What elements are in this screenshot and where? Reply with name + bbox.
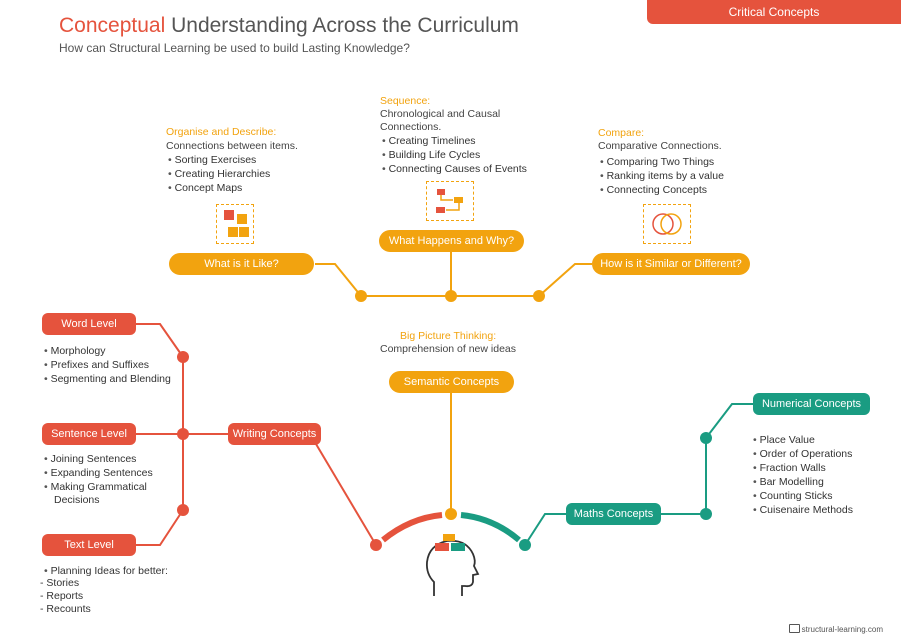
- node-numerical: [700, 432, 712, 444]
- node-maths-end: [519, 539, 531, 551]
- monitor-icon: [788, 624, 800, 633]
- list-item: Segmenting and Blending: [44, 372, 171, 386]
- connector-numerical: [705, 403, 753, 439]
- bigpicture-desc-b: new ideas: [468, 343, 516, 355]
- list-item: Comparing Two Things: [600, 155, 724, 169]
- list-item: Creating Hierarchies: [168, 167, 271, 181]
- text-level-list: - Stories - Reports - Recounts: [40, 577, 91, 616]
- node-maths-right: [700, 508, 712, 520]
- sequence-desc-2: Connections.: [380, 121, 442, 133]
- list-item: Building Life Cycles: [382, 148, 527, 162]
- title-accent: Conceptual: [59, 14, 166, 37]
- node-left-orange: [355, 290, 367, 302]
- flowchart-icon: [426, 181, 474, 221]
- venn-diagram-icon: [643, 204, 691, 244]
- node-top-head: [445, 508, 457, 520]
- compare-heading: Compare:: [598, 127, 645, 139]
- list-item: Morphology: [44, 344, 171, 358]
- list-item: - Reports: [40, 590, 84, 602]
- list-item: Prefixes and Suffixes: [44, 358, 171, 372]
- list-item: - Stories: [40, 577, 80, 589]
- connector-word-level: [136, 323, 184, 358]
- node-sentence-level: [177, 428, 189, 440]
- brain-arc-left: [381, 512, 443, 543]
- bigpicture-desc-a: Comprehension of: [380, 343, 469, 355]
- connector-text-level: [136, 509, 184, 546]
- bigpicture-heading: Big Picture Thinking:: [400, 330, 497, 342]
- list-item: - Recounts: [40, 603, 91, 615]
- sentence-level-button[interactable]: Sentence Level: [42, 423, 136, 445]
- connector-maths-arc: [524, 513, 566, 546]
- compare-desc: Comparative Connections.: [598, 140, 722, 152]
- list-item: Expanding Sentences: [44, 466, 153, 480]
- word-level-list: Morphology Prefixes and Suffixes Segment…: [44, 344, 171, 386]
- list-item: Connecting Concepts: [600, 183, 724, 197]
- writing-concepts-button[interactable]: Writing Concepts: [228, 423, 321, 445]
- list-item: Concept Maps: [168, 181, 270, 195]
- node-right-orange: [533, 290, 545, 302]
- head-with-blocks-icon: [425, 534, 480, 596]
- what-is-it-like-button[interactable]: What is it Like?: [169, 253, 314, 275]
- node-writing-end: [370, 539, 382, 551]
- numerical-list: Place Value Order of Operations Fraction…: [753, 433, 853, 517]
- list-item: Planning Ideas for better:: [44, 564, 168, 578]
- sentence-level-list: Joining Sentences Expanding Sentences Ma…: [44, 452, 153, 494]
- list-item: Joining Sentences: [44, 452, 153, 466]
- footer-credit: structural-learning.com: [788, 624, 883, 634]
- how-similar-button[interactable]: How is it Similar or Different?: [592, 253, 750, 275]
- sort-blocks-icon: [216, 204, 254, 244]
- node-word-level: [177, 351, 189, 363]
- organise-heading: Organise and Describe:: [166, 126, 277, 138]
- list-item: Bar Modelling: [753, 475, 853, 489]
- maths-concepts-button[interactable]: Maths Concepts: [566, 503, 661, 525]
- sequence-heading: Sequence:: [380, 95, 431, 107]
- compare-list: Comparing Two Things Ranking items by a …: [600, 155, 724, 197]
- what-happens-button[interactable]: What Happens and Why?: [379, 230, 524, 252]
- page-title: Conceptual Understanding Across the Curr…: [59, 14, 519, 38]
- node-text-level: [177, 504, 189, 516]
- word-level-button[interactable]: Word Level: [42, 313, 136, 335]
- list-item: Creating Timelines: [382, 134, 527, 148]
- sentence-level-continuation: Decisions: [54, 494, 100, 506]
- list-item: Counting Sticks: [753, 489, 853, 503]
- critical-concepts-tab[interactable]: Critical Concepts: [647, 0, 901, 24]
- brain-arc-right: [460, 512, 521, 543]
- list-item: Fraction Walls: [753, 461, 853, 475]
- organise-desc: Connections between items.: [166, 140, 298, 152]
- sequence-list: Creating Timelines Building Life Cycles …: [382, 134, 527, 176]
- list-item: Making Grammatical: [44, 480, 153, 494]
- numerical-concepts-button[interactable]: Numerical Concepts: [753, 393, 870, 415]
- text-level-button[interactable]: Text Level: [42, 534, 136, 556]
- node-center-orange: [445, 290, 457, 302]
- semantic-concepts-button[interactable]: Semantic Concepts: [389, 371, 514, 393]
- list-item: Order of Operations: [753, 447, 853, 461]
- organise-list: Sorting Exercises Creating Hierarchies C…: [168, 153, 271, 195]
- sequence-desc-1: Chronological and Causal: [380, 108, 501, 120]
- page-subtitle: How can Structural Learning be used to b…: [59, 41, 410, 55]
- title-rest: Understanding Across the Curriculum: [171, 14, 519, 37]
- list-item: Cuisenaire Methods: [753, 503, 853, 517]
- list-item: Sorting Exercises: [168, 153, 270, 167]
- text-level-first: Planning Ideas for better:: [44, 564, 168, 578]
- connector-how-similar: [538, 263, 592, 297]
- connector-writing-arc: [315, 443, 377, 546]
- footer-text: structural-learning.com: [801, 625, 883, 634]
- bigpicture-desc: Comprehension of new ideas: [380, 343, 516, 355]
- list-item: Place Value: [753, 433, 853, 447]
- connector-what-is-it-like: [315, 263, 362, 297]
- list-item: Ranking items by a value: [600, 169, 724, 183]
- list-item: Connecting Causes of Events: [382, 162, 527, 176]
